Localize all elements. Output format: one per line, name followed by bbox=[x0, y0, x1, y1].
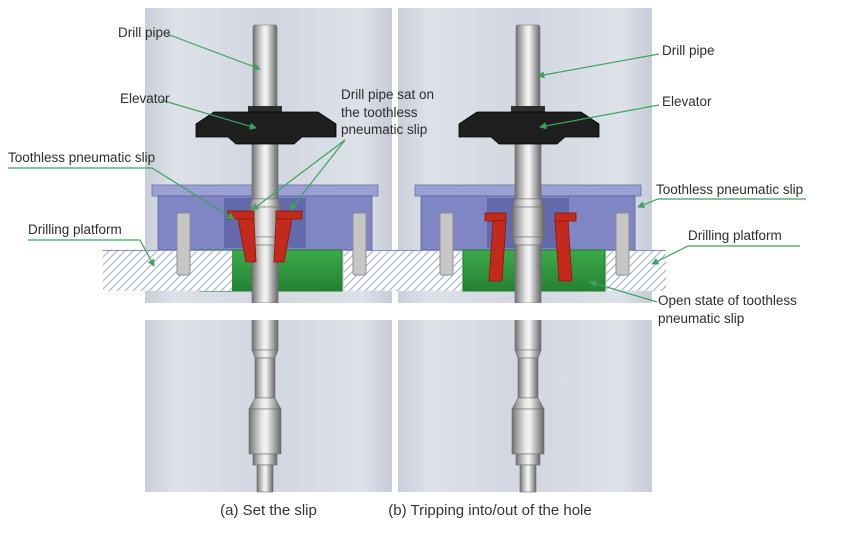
label-toothless-slip-a: Toothless pneumatic slip bbox=[8, 150, 156, 165]
label-open-state-b: Open state of toothless pneumatic slip bbox=[658, 293, 797, 326]
label-drill-pipe-b: Drill pipe bbox=[662, 43, 715, 58]
leader-elevator-b bbox=[539, 104, 660, 130]
label-elevator-b: Elevator bbox=[662, 94, 712, 109]
leader-open-state-b bbox=[589, 280, 658, 303]
guide-posts bbox=[176, 212, 630, 276]
leader-lines bbox=[8, 33, 806, 303]
break-band-a bbox=[145, 303, 392, 320]
drill-pipe-b bbox=[511, 24, 545, 493]
leader-toothless-a bbox=[8, 167, 235, 220]
label-drilling-platform-b: Drilling platform bbox=[688, 228, 782, 243]
label-drilling-platform-a: Drilling platform bbox=[28, 222, 122, 237]
label-elevator-a: Elevator bbox=[120, 91, 170, 106]
label-drill-pipe-a: Drill pipe bbox=[118, 25, 171, 40]
pneumatic-slip-open-b bbox=[484, 212, 577, 282]
break-band-b bbox=[398, 303, 652, 320]
leader-elevator-a bbox=[160, 99, 257, 130]
leader-platform-a bbox=[28, 239, 155, 267]
leader-drill-pipe-a bbox=[166, 33, 261, 71]
elevator-b bbox=[458, 106, 600, 145]
elevator-a bbox=[195, 106, 337, 145]
label-pipe-sat-on-slip: Drill pipe sat on the toothless pneumati… bbox=[341, 87, 435, 138]
leader-drill-pipe-b bbox=[537, 53, 660, 79]
pneumatic-slip-closed-a bbox=[227, 210, 303, 263]
leader-sat-right bbox=[289, 139, 346, 211]
leader-toothless-b bbox=[637, 198, 806, 209]
label-toothless-slip-b: Toothless pneumatic slip bbox=[656, 182, 804, 197]
caption-panel-b: (b) Tripping into/out of the hole bbox=[388, 502, 592, 519]
leader-sat-left bbox=[251, 139, 346, 211]
caption-panel-a: (a) Set the slip bbox=[220, 502, 317, 519]
leader-platform-b bbox=[651, 245, 800, 265]
